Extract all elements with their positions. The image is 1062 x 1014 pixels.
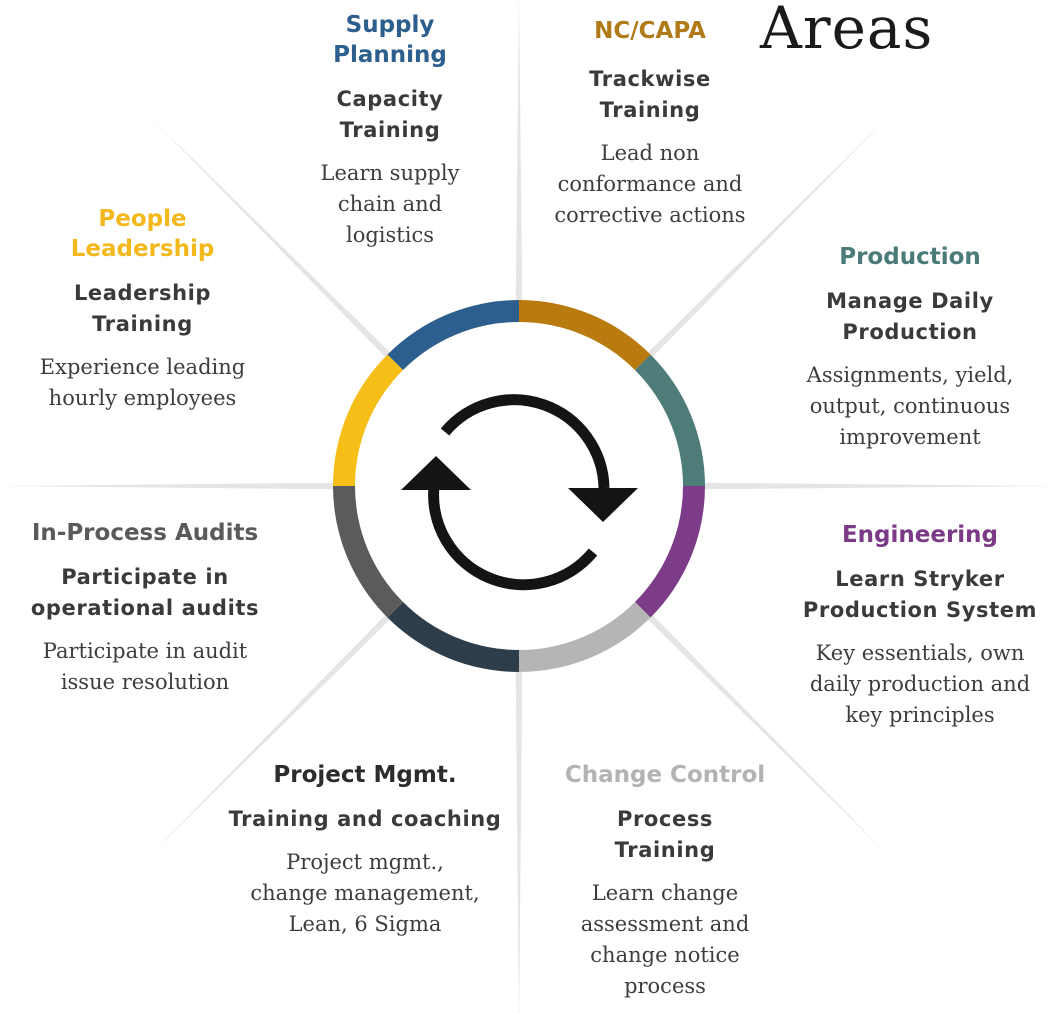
ring-segment-project-mgmt	[387, 601, 519, 672]
divider-ray	[151, 603, 402, 854]
page-title: Areas	[760, 0, 934, 62]
divider-ray	[515, 0, 523, 317]
area-title: Project Mgmt.	[273, 762, 457, 788]
area-title: Production	[839, 244, 981, 270]
cycle-ring	[333, 300, 705, 672]
area-project-mgmt: Project Mgmt. Training and coaching Proj…	[200, 760, 530, 940]
divider-ray	[688, 482, 1059, 490]
ring-segment-nc-capa	[519, 300, 651, 371]
area-description: Project mgmt.,change management,Lean, 6 …	[250, 850, 480, 936]
ring-segment-production	[634, 354, 705, 486]
area-title: Engineering	[841, 522, 999, 548]
ring-segment-supply-planning	[387, 300, 519, 371]
divider-ray	[515, 655, 523, 1014]
ring-segment-in-process-audits	[333, 486, 404, 618]
area-title: NC/CAPA	[594, 18, 706, 44]
divider-ray	[636, 603, 887, 854]
ring-segment-people-leadership	[333, 354, 404, 486]
ring-segment-engineering	[634, 486, 705, 618]
divider-ray	[636, 118, 887, 369]
area-subtitle: Training and coaching	[228, 807, 502, 831]
refresh-cycle-icon	[401, 394, 638, 591]
area-title: Change Control	[564, 762, 766, 788]
divider-ray	[151, 118, 402, 369]
ring-center-disc	[357, 324, 681, 648]
divider-ray	[0, 482, 350, 490]
area-title: In-Process Audits	[31, 520, 259, 546]
ring-segment-change-control	[519, 601, 651, 672]
